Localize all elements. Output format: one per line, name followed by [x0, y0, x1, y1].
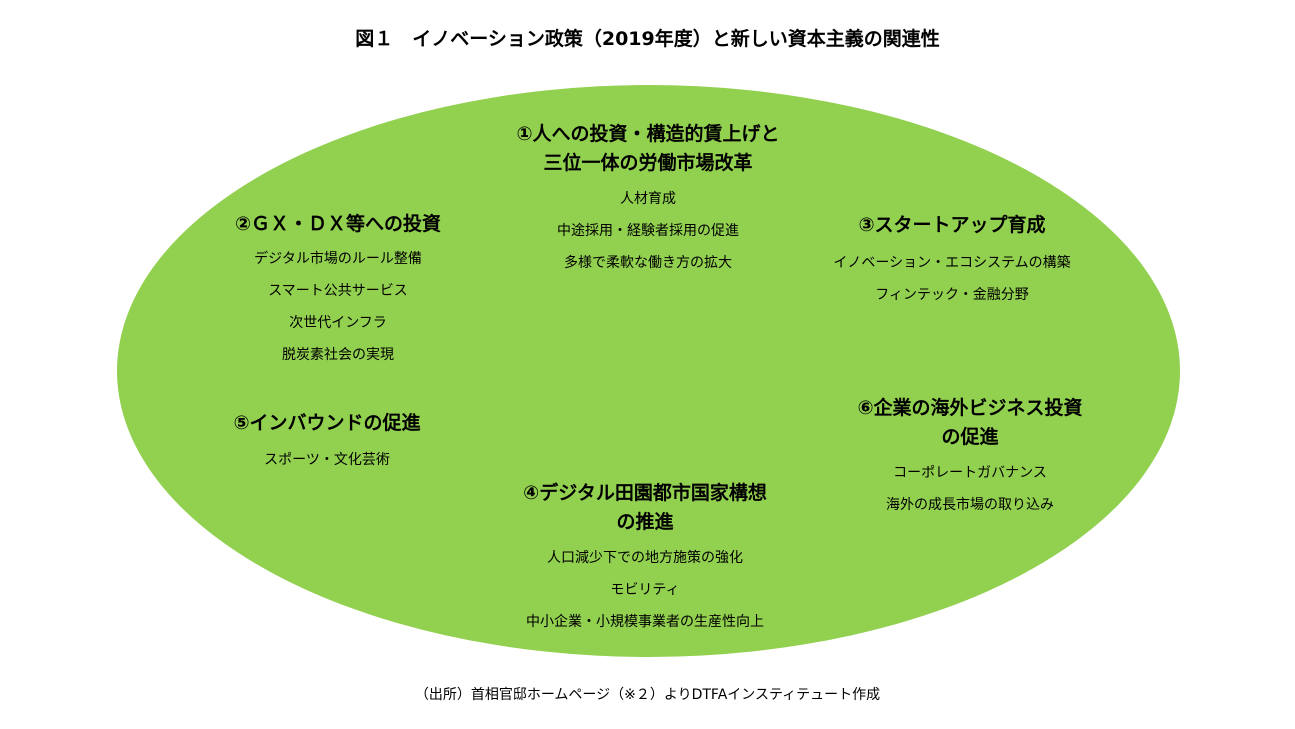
group-item: 人口減少下での地方施策の強化 — [547, 550, 743, 566]
group-item: 中小企業・小規模事業者の生産性向上 — [526, 614, 764, 630]
group-heading: ⑥企業の海外ビジネス投資 — [857, 397, 1083, 419]
group-item: フィンテック・金融分野 — [875, 287, 1029, 303]
group-heading: の推進 — [616, 511, 674, 533]
group-item: デジタル市場のルール整備 — [254, 251, 422, 267]
group-item: スポーツ・文化芸術 — [264, 452, 390, 468]
group-heading: ①人への投資・構造的賃上げと — [516, 123, 780, 145]
group-1: ①人への投資・構造的賃上げと 三位一体の労働市場改革 人材育成 中途採用・経験者… — [516, 120, 779, 279]
group-heading: 三位一体の労働市場改革 — [543, 152, 753, 174]
source-note: （出所）首相官邸ホームページ（※２）よりDTFAインスティテュート作成 — [414, 687, 881, 703]
group-2: ②ＧＸ・ＤＸ等への投資 デジタル市場のルール整備 スマート公共サービス 次世代イ… — [235, 210, 441, 371]
group-item: 脱炭素社会の実現 — [282, 347, 394, 363]
group-3: ③スタートアップ育成 イノベーション・エコシステムの構築 フィンテック・金融分野 — [833, 211, 1070, 311]
group-item: 多様で柔軟な働き方の拡大 — [564, 255, 732, 271]
group-heading: ③スタートアップ育成 — [858, 214, 1046, 236]
group-heading: ④デジタル田園都市国家構想 — [523, 482, 767, 504]
policy-ellipse — [117, 85, 1180, 657]
group-6: ⑥企業の海外ビジネス投資 の促進 コーポレートガバナンス 海外の成長市場の取り込… — [857, 394, 1082, 521]
group-item: スマート公共サービス — [268, 283, 408, 299]
group-item: 海外の成長市場の取り込み — [886, 497, 1054, 513]
group-item: モビリティ — [610, 582, 680, 598]
group-item: 次世代インフラ — [289, 315, 387, 331]
figure-title: 図１ イノベーション政策（2019年度）と新しい資本主義の関連性 — [355, 28, 940, 50]
group-item: イノベーション・エコシステムの構築 — [833, 255, 1071, 271]
group-item: 人材育成 — [620, 191, 676, 207]
group-heading: ⑤インバウンドの促進 — [233, 412, 421, 434]
group-5: ⑤インバウンドの促進 スポーツ・文化芸術 — [233, 409, 420, 476]
group-item: 中途採用・経験者採用の促進 — [557, 223, 739, 239]
group-heading: の促進 — [941, 426, 999, 448]
group-4: ④デジタル田園都市国家構想 の推進 人口減少下での地方施策の強化 モビリティ 中… — [523, 479, 767, 638]
group-heading: ②ＧＸ・ＤＸ等への投資 — [234, 213, 442, 235]
group-item: コーポレートガバナンス — [893, 465, 1047, 481]
